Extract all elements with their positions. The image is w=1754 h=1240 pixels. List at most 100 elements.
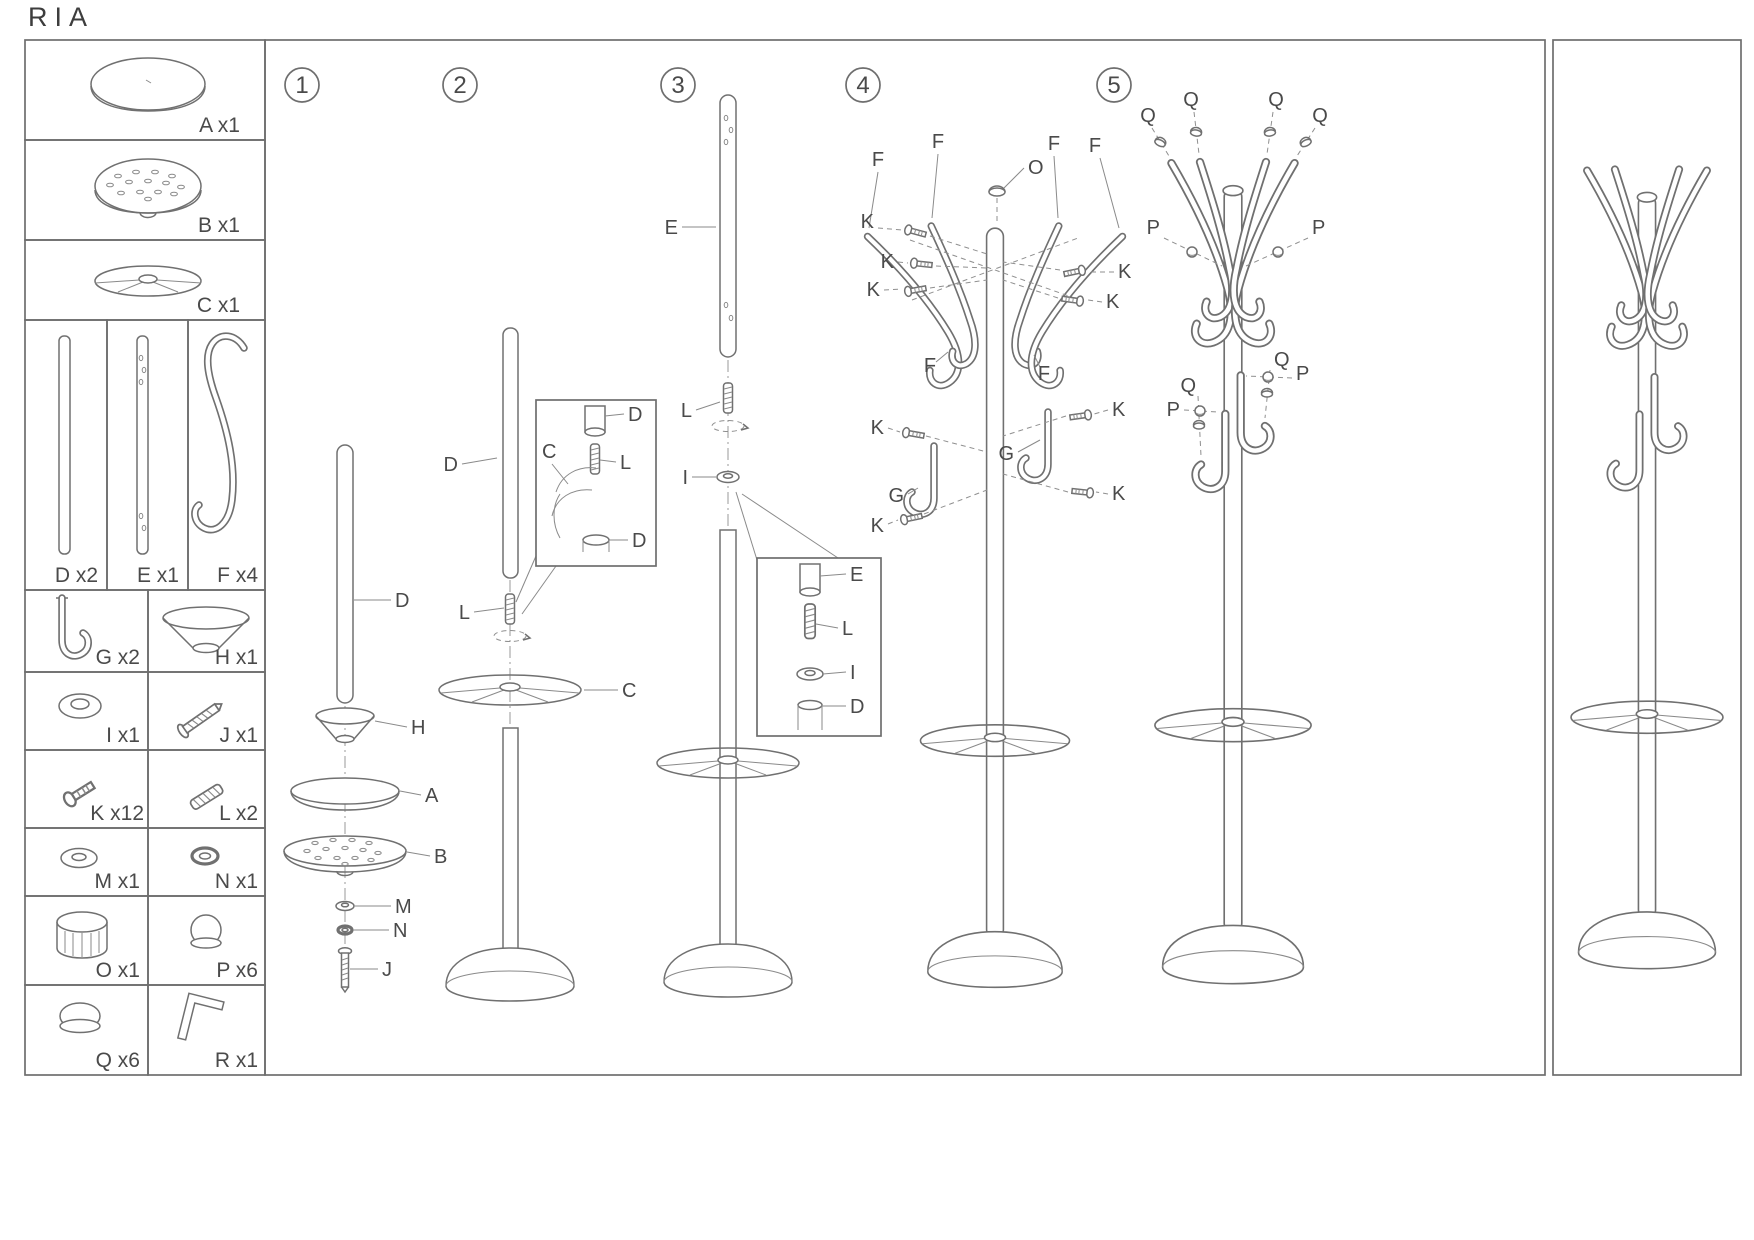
callout-inset-l: L xyxy=(620,452,631,474)
callout-q-1: Q xyxy=(1140,105,1156,127)
part-cell-j: J x1 xyxy=(147,671,266,751)
cap-q xyxy=(1189,126,1203,138)
part-g-glyph xyxy=(56,594,92,660)
callout-k-2: K xyxy=(881,251,895,273)
stud-l xyxy=(504,593,516,625)
screw-k xyxy=(902,223,928,241)
part-cell-a: A x1 xyxy=(24,39,266,141)
part-cell-h: H x1 xyxy=(147,589,266,673)
callout-e: E xyxy=(665,217,678,239)
part-label-o: O x1 xyxy=(96,959,140,982)
callout-k-1: K xyxy=(861,211,875,233)
callout-f-1: F xyxy=(872,149,884,171)
step-2: D L C D C L xyxy=(438,327,657,1002)
part-b-glyph xyxy=(94,158,202,219)
part-cell-q: Q x6 xyxy=(24,984,149,1076)
callout-i: I xyxy=(682,467,688,489)
cap-q xyxy=(1260,387,1274,398)
part-label-e: E x1 xyxy=(137,564,179,587)
callout-j: J xyxy=(382,959,392,981)
callout-p-3: P xyxy=(1167,399,1180,421)
part-p-glyph xyxy=(190,914,222,949)
part-label-m: M x1 xyxy=(94,870,140,893)
part-label-l: L x2 xyxy=(219,802,258,825)
part-i-glyph xyxy=(58,693,102,719)
part-cell-g: G x2 xyxy=(24,589,149,673)
part-cell-p: P x6 xyxy=(147,895,266,986)
base-assembled xyxy=(445,947,575,1002)
callout-l: L xyxy=(459,602,470,624)
part-n-glyph xyxy=(190,846,220,866)
steps-border xyxy=(264,39,1546,1076)
part-h-glyph xyxy=(162,606,250,654)
part-cell-f: F x4 xyxy=(187,319,266,591)
part-m-glyph xyxy=(60,847,98,869)
nut-n xyxy=(336,924,354,936)
base-top-a xyxy=(290,777,400,811)
part-cell-r: R x1 xyxy=(147,984,266,1076)
step-5: Q Q Q Q P P Q Q P P xyxy=(1140,89,1328,984)
screw-j xyxy=(337,947,353,993)
callout-d: D xyxy=(444,454,458,476)
washer-i xyxy=(716,470,740,484)
callout-f-2: F xyxy=(932,131,944,153)
step-number-3: 3 xyxy=(671,72,684,99)
cap-q xyxy=(1297,134,1314,149)
step-1: D H A B M N J xyxy=(283,444,447,993)
cap-q xyxy=(1263,126,1277,138)
page-title: RIA xyxy=(28,2,94,32)
part-label-a: A x1 xyxy=(199,114,240,137)
part-label-k: K x12 xyxy=(90,802,144,825)
hook-g-left xyxy=(907,446,934,514)
part-c-glyph xyxy=(94,265,202,297)
cap-q xyxy=(1152,134,1169,149)
callout-f-6: F xyxy=(1038,363,1050,385)
callout-f-4: F xyxy=(1089,135,1101,157)
callout-inset-d: D xyxy=(850,696,864,718)
step-number-4: 4 xyxy=(856,72,869,99)
part-label-b: B x1 xyxy=(198,214,240,237)
part-label-c: C x1 xyxy=(197,294,240,317)
part-label-n: N x1 xyxy=(215,870,258,893)
base-plate-b xyxy=(283,835,407,877)
part-cell-c: C x1 xyxy=(24,239,266,321)
step-marker-1: 1 xyxy=(284,67,320,103)
part-label-r: R x1 xyxy=(215,1049,258,1072)
callout-d: D xyxy=(395,590,409,612)
callout-k-3: K xyxy=(867,279,881,301)
callout-p-1: P xyxy=(1147,217,1160,239)
part-cell-o: O x1 xyxy=(24,895,149,986)
screw-k xyxy=(909,257,934,271)
step-marker-3: 3 xyxy=(660,67,696,103)
step-marker-2: 2 xyxy=(442,67,478,103)
callout-k-8: K xyxy=(1112,483,1126,505)
part-o-glyph xyxy=(56,911,108,959)
callout-q-2: Q xyxy=(1183,89,1199,111)
hook-g-right xyxy=(1021,412,1048,480)
detail-inset: D C L D xyxy=(535,399,657,567)
part-label-f: F x4 xyxy=(217,564,258,587)
cap-q xyxy=(1192,419,1206,430)
callout-k-7: K xyxy=(1112,399,1126,421)
step-marker-5: 5 xyxy=(1096,67,1132,103)
cap-p xyxy=(1186,246,1198,258)
cap-o xyxy=(988,185,1006,224)
callout-inset-e: E xyxy=(850,564,863,586)
cap-p xyxy=(1194,405,1206,417)
final-view xyxy=(1552,39,1742,1076)
part-a-glyph xyxy=(90,57,206,112)
step-3: E L I E L I D xyxy=(656,94,882,998)
callout-inset-d-bottom: D xyxy=(632,530,646,552)
pole-d xyxy=(336,444,354,704)
callout-inset-l: L xyxy=(842,618,853,640)
callout-c: C xyxy=(622,680,636,702)
pole-e xyxy=(719,94,737,358)
callout-n: N xyxy=(393,920,407,942)
screw-k xyxy=(901,426,926,442)
callout-m: M xyxy=(395,896,412,918)
callout-q-5: Q xyxy=(1274,349,1290,371)
callout-a: A xyxy=(425,785,439,807)
callout-f-5: F xyxy=(924,355,936,377)
part-f-glyph xyxy=(195,336,244,530)
